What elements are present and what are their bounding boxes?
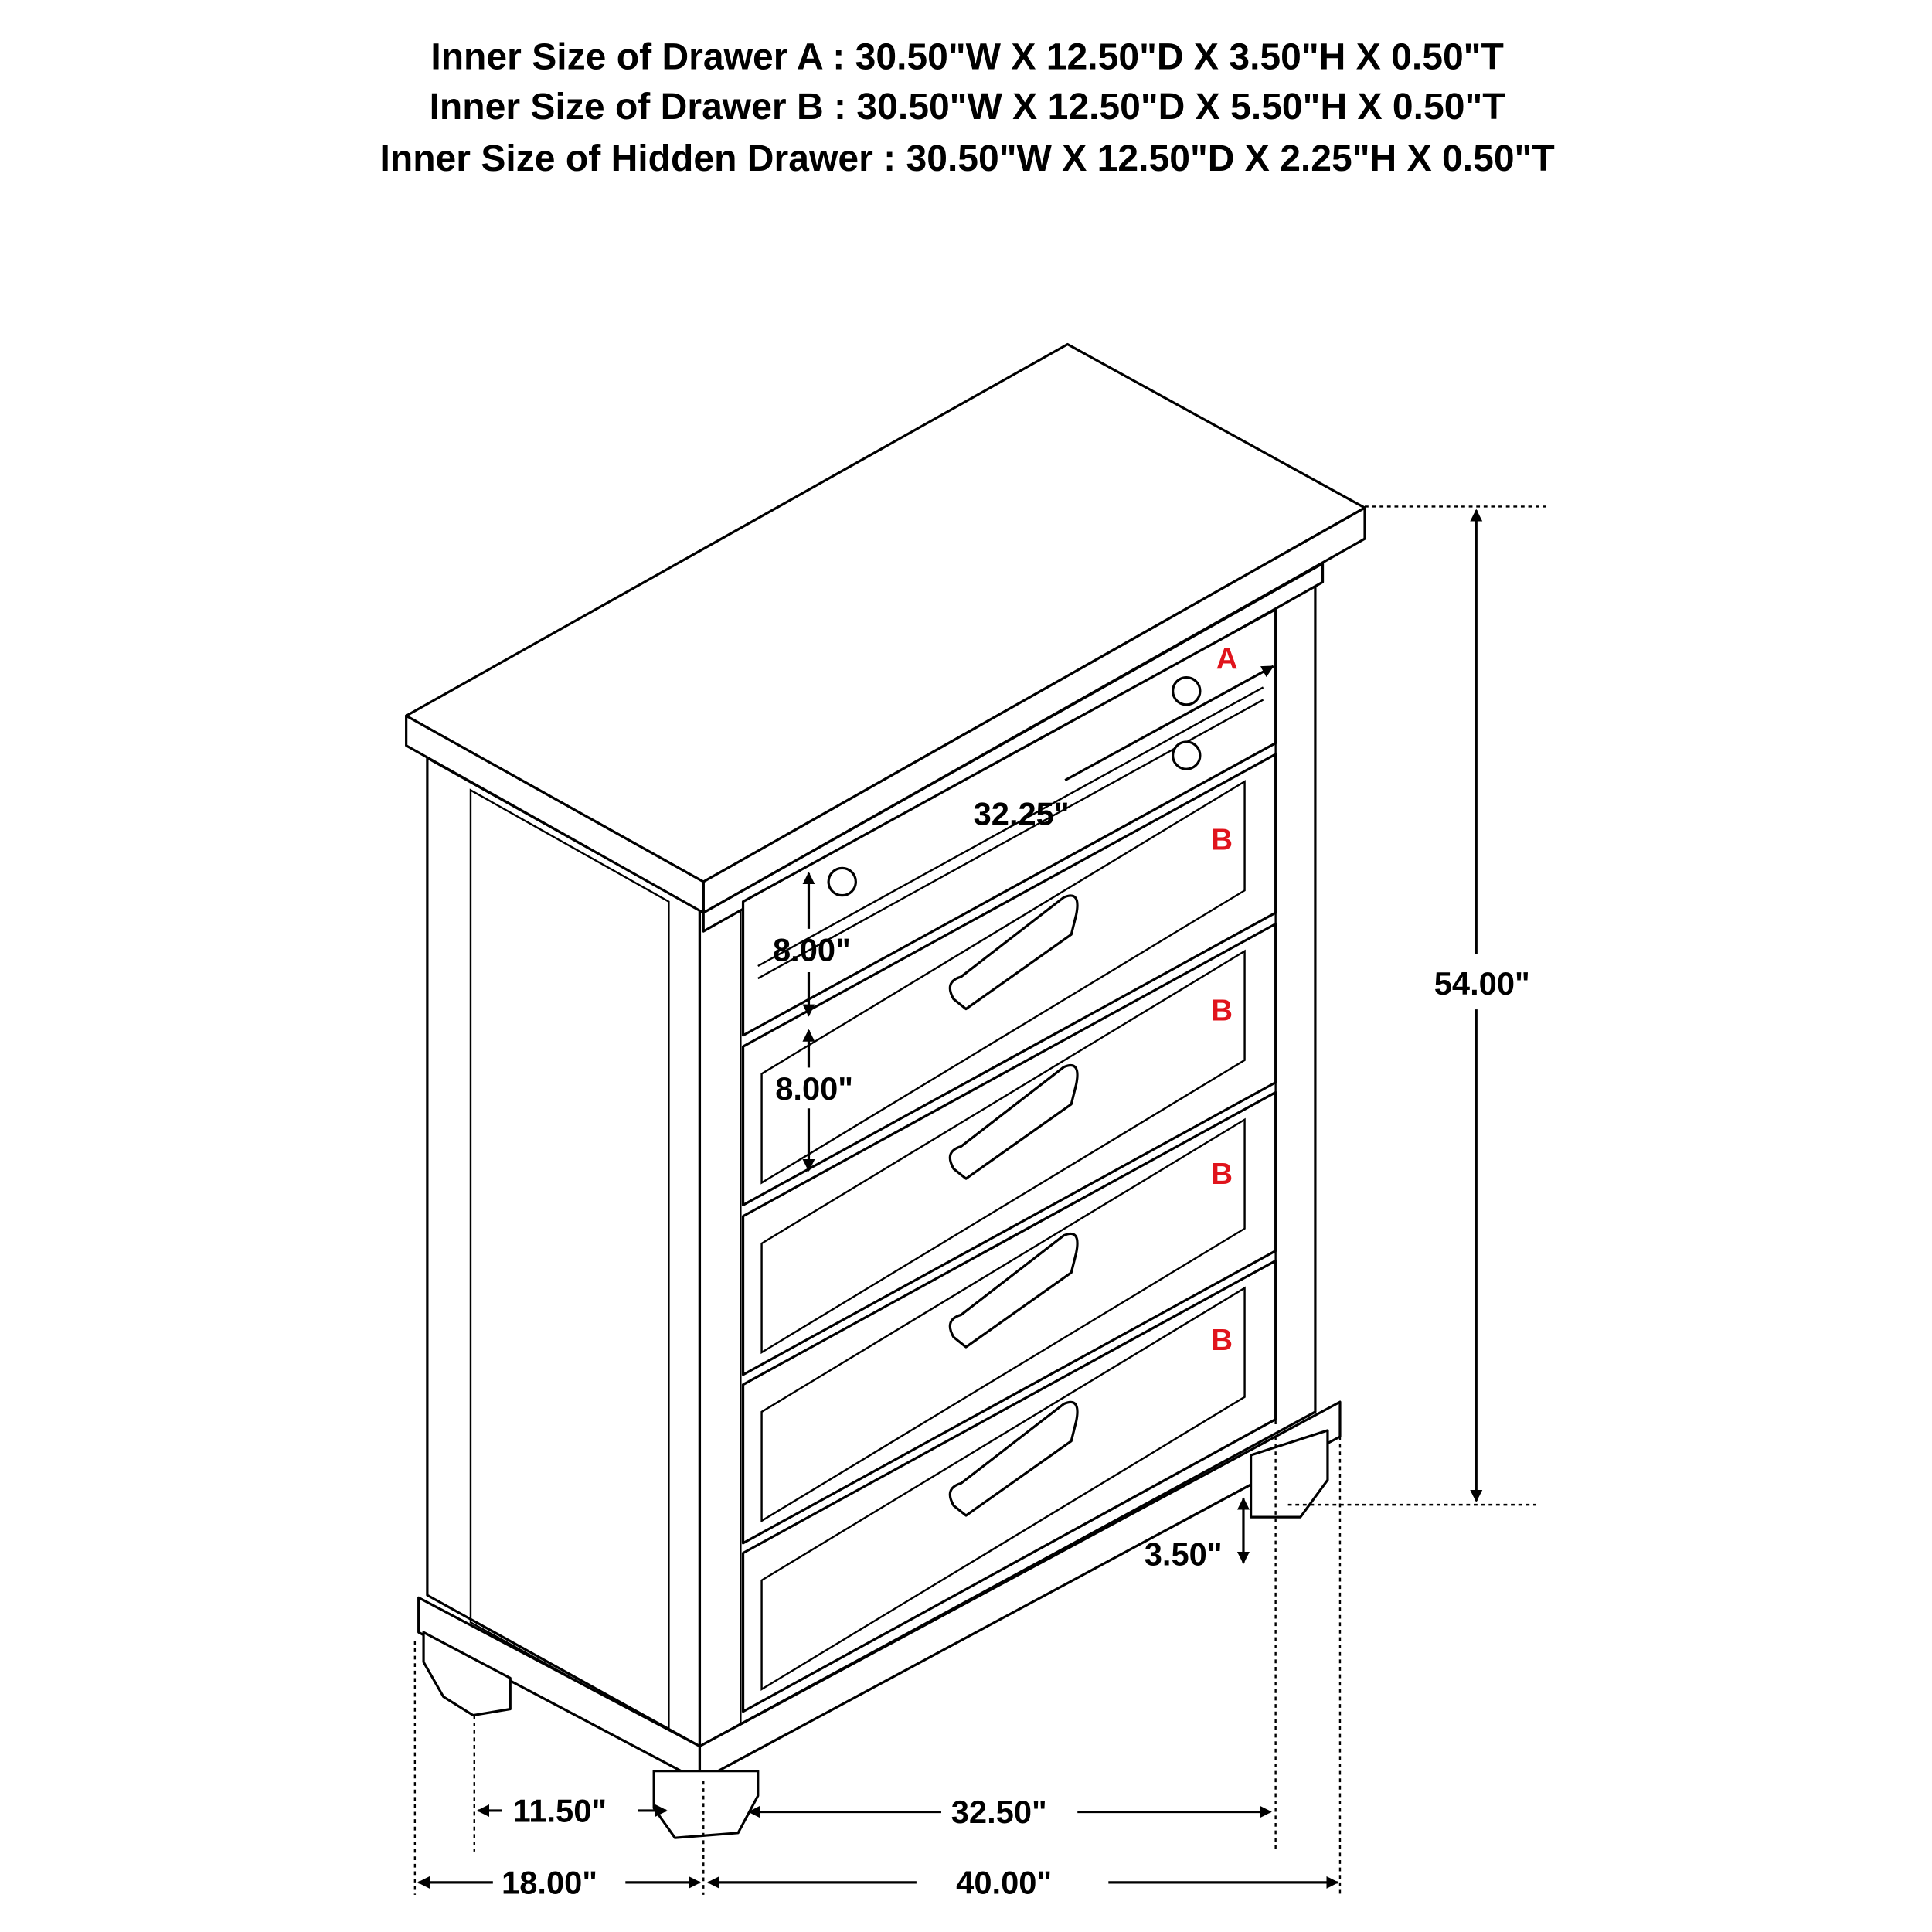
- height-label: 54.00": [1434, 965, 1530, 1002]
- drawer-handle[interactable]: [948, 1400, 1079, 1517]
- inner-width-label: 32.50": [951, 1794, 1047, 1830]
- top-width-label: 32.25": [974, 795, 1070, 832]
- leg-height-label: 3.50": [1145, 1536, 1223, 1573]
- dimension-lines: [413, 505, 1546, 1895]
- width-label: 40.00": [956, 1864, 1052, 1900]
- drawer-label-a: A: [1216, 642, 1238, 675]
- drawer-a[interactable]: [741, 607, 1277, 1037]
- drawer-label-b: B: [1211, 1158, 1233, 1191]
- drawer-label-b: B: [1211, 995, 1233, 1028]
- foot: [422, 1631, 512, 1717]
- depth-label: 18.00": [502, 1864, 597, 1900]
- drawer-handle[interactable]: [948, 1063, 1079, 1180]
- spec-drawer-a: Inner Size of Drawer A : 30.50"W X 12.50…: [430, 36, 1504, 78]
- drawer-label-b: B: [1211, 823, 1233, 856]
- drawer-handle[interactable]: [948, 894, 1079, 1011]
- spec-drawer-b: Inner Size of Drawer B : 30.50"W X 12.50…: [430, 86, 1505, 128]
- foot: [1249, 1429, 1329, 1519]
- spec-hidden-drawer: Inner Size of Hidden Drawer : 30.50"W X …: [379, 138, 1554, 179]
- foot: [652, 1770, 760, 1839]
- drawer-handle[interactable]: [948, 1232, 1079, 1349]
- drawer-label-b: B: [1211, 1324, 1233, 1357]
- chest-drawing: [405, 342, 1366, 1839]
- drawer-height-label: 8.00": [775, 1070, 853, 1107]
- side-panel: [426, 757, 702, 1748]
- drawer-height-label: 8.00": [773, 932, 851, 968]
- inner-depth-label: 11.50": [512, 1792, 607, 1828]
